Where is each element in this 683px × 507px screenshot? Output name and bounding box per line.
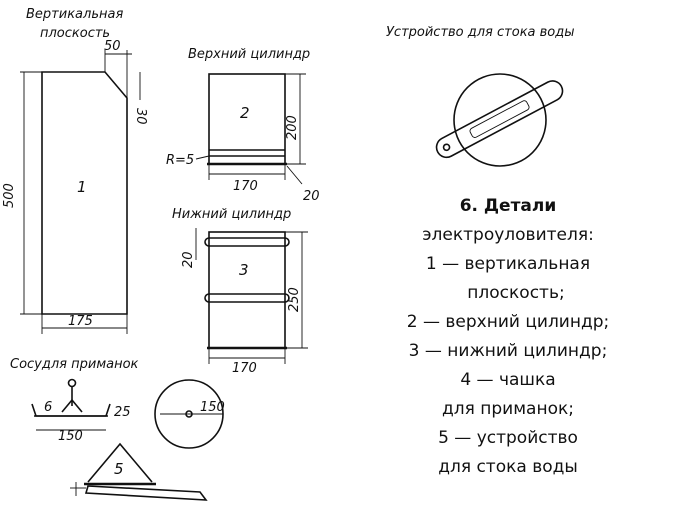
bait-cup-label: Сосудля приманок [10, 357, 139, 372]
dim-plane-bevel: 30 [133, 108, 148, 125]
dim-lower-rim: 20 [181, 251, 196, 268]
cup-bracket [61, 398, 83, 413]
caption-line-5: 3 — нижний цилиндр; [409, 341, 608, 361]
lower-cylinder-label: Нижний цилиндр [172, 207, 291, 222]
dim-cup-diameter: 150 [200, 400, 225, 415]
drain-device-drawing: Устройство для стока воды [386, 25, 575, 167]
part-number-5: 5 [114, 460, 124, 478]
cone-outline [87, 442, 153, 483]
dim-plane-height: 500 [2, 183, 17, 208]
lower-cylinder-outline [208, 231, 286, 349]
lower-cylinder-drawing: Нижний цилиндр 3 20 250 170 [172, 207, 308, 376]
part-number-2: 2 [240, 104, 250, 122]
lower-cylinder-mid-rib [204, 293, 290, 303]
dim-plane-top: 50 [104, 39, 121, 54]
caption-line-2: 1 — вертикальная [426, 254, 590, 274]
drain-cone-drawing: 5 [70, 442, 208, 501]
dim-lower-height: 250 [287, 287, 302, 312]
caption-line-3: плоскость; [467, 283, 564, 303]
bait-cup-drawing: Сосудля приманок 6 25 150 150 [10, 357, 225, 449]
radius-leader [195, 155, 210, 160]
dim-cup-height: 25 [114, 405, 131, 420]
rim-leader [286, 165, 303, 185]
dim-upper-width: 170 [233, 179, 258, 194]
caption-line-4: 2 — верхний цилиндр; [407, 312, 610, 332]
part-number-3: 3 [239, 261, 249, 279]
caption-title: 6. Детали [460, 196, 557, 216]
caption-line-9: для стока воды [438, 457, 578, 477]
caption-line-6: 4 — чашка [460, 370, 555, 390]
caption-line-8: 5 — устройство [438, 428, 578, 448]
caption-line-7: для приманок; [442, 399, 574, 419]
drain-strip-outline [435, 80, 564, 159]
dim-lower-width: 170 [232, 361, 257, 376]
caption-line-1: электроуловителя: [422, 225, 594, 245]
figure-caption: 6. Детали электроуловителя: 1 — вертикал… [407, 196, 610, 477]
dim-upper-height: 200 [285, 115, 300, 140]
vertical-plane-drawing: Вертикальная плоскость 50 30 500 175 1 [2, 7, 148, 334]
vertical-plane-label-line1: Вертикальная [26, 7, 123, 22]
drain-device-strip [435, 80, 564, 159]
dim-upper-rim: 20 [303, 189, 320, 204]
lower-cylinder-top-rib [204, 237, 290, 247]
drain-strip-hole [442, 143, 451, 152]
dim-cup-small: 6 [44, 400, 52, 415]
drain-device-disc [453, 73, 547, 167]
drain-device-label: Устройство для стока воды [386, 25, 575, 40]
dim-plane-width: 175 [68, 314, 93, 329]
upper-cylinder-label: Верхний цилиндр [188, 47, 310, 62]
dim-cup-width: 150 [58, 429, 83, 444]
cup-hook-ring [67, 378, 77, 388]
vertical-plane-label-line2: плоскость [40, 26, 110, 41]
upper-cylinder-drawing: Верхний цилиндр 2 200 R=5 170 20 [166, 47, 320, 204]
part-number-1: 1 [77, 178, 87, 196]
cone-drain-tray [84, 485, 208, 501]
drain-strip-slot [469, 100, 530, 138]
dim-upper-radius: R=5 [166, 153, 194, 168]
vertical-plane-outline [41, 71, 128, 315]
